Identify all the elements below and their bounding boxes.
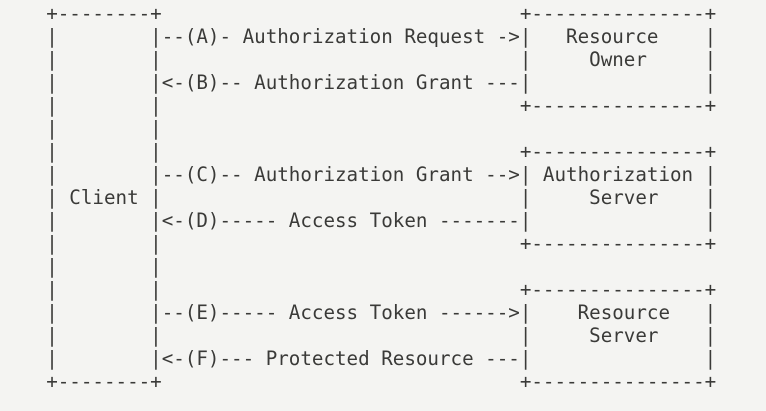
oauth-abstract-protocol-flow-diagram: +--------+ +---------------+ | |--(A)- A… bbox=[46, 2, 717, 393]
